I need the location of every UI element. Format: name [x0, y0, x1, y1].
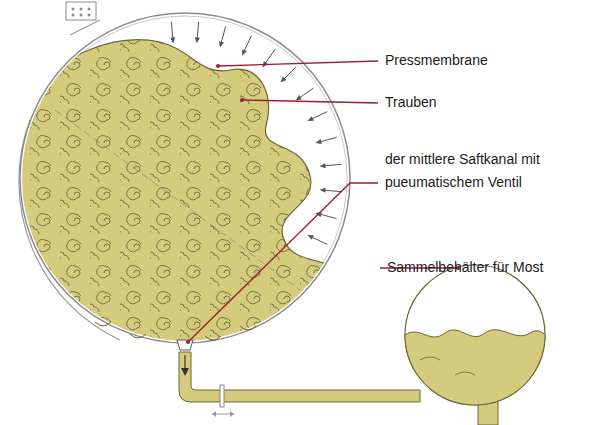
part-label: Trauben: [385, 91, 585, 114]
part-label: Sammelbehälter für Most: [387, 256, 587, 279]
part-label: Pressmembrane: [385, 49, 585, 72]
part-label: der mittlere Saftkanal mit pueumatischem…: [385, 148, 585, 194]
